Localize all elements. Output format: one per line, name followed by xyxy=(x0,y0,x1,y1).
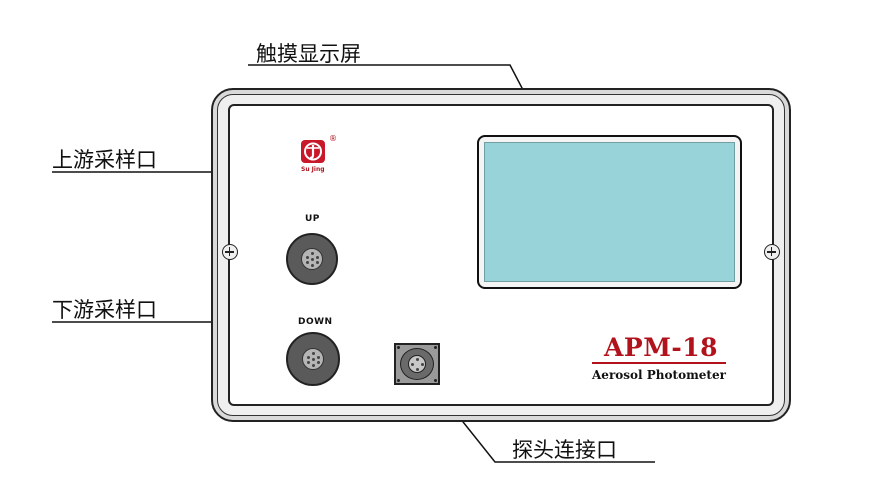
probe-connection-port[interactable] xyxy=(394,343,440,385)
callout-upstream-port: 上游采样口 xyxy=(52,148,157,172)
port-down-label: DOWN xyxy=(298,317,333,327)
downstream-port-connector xyxy=(302,348,324,370)
model-subtitle: Aerosol Photometer xyxy=(592,368,726,382)
registered-mark: ® xyxy=(329,134,337,143)
model-divider xyxy=(592,362,726,364)
brand-logo-icon xyxy=(301,140,325,163)
port-up-label: UP xyxy=(305,214,320,224)
upstream-sampling-port[interactable] xyxy=(286,233,338,285)
brand-logo-text: Su Jing xyxy=(301,166,325,173)
callout-downstream-port: 下游采样口 xyxy=(52,298,157,322)
probe-connector-socket xyxy=(400,348,434,380)
upstream-port-connector xyxy=(301,248,323,270)
right-screw-icon xyxy=(764,244,780,260)
touchscreen-display[interactable] xyxy=(484,142,735,282)
model-name: APM-18 xyxy=(604,333,719,362)
callout-probe-port: 探头连接口 xyxy=(512,438,617,462)
callout-touchscreen: 触摸显示屏 xyxy=(256,42,361,66)
left-screw-icon xyxy=(222,244,238,260)
downstream-sampling-port[interactable] xyxy=(286,332,340,386)
